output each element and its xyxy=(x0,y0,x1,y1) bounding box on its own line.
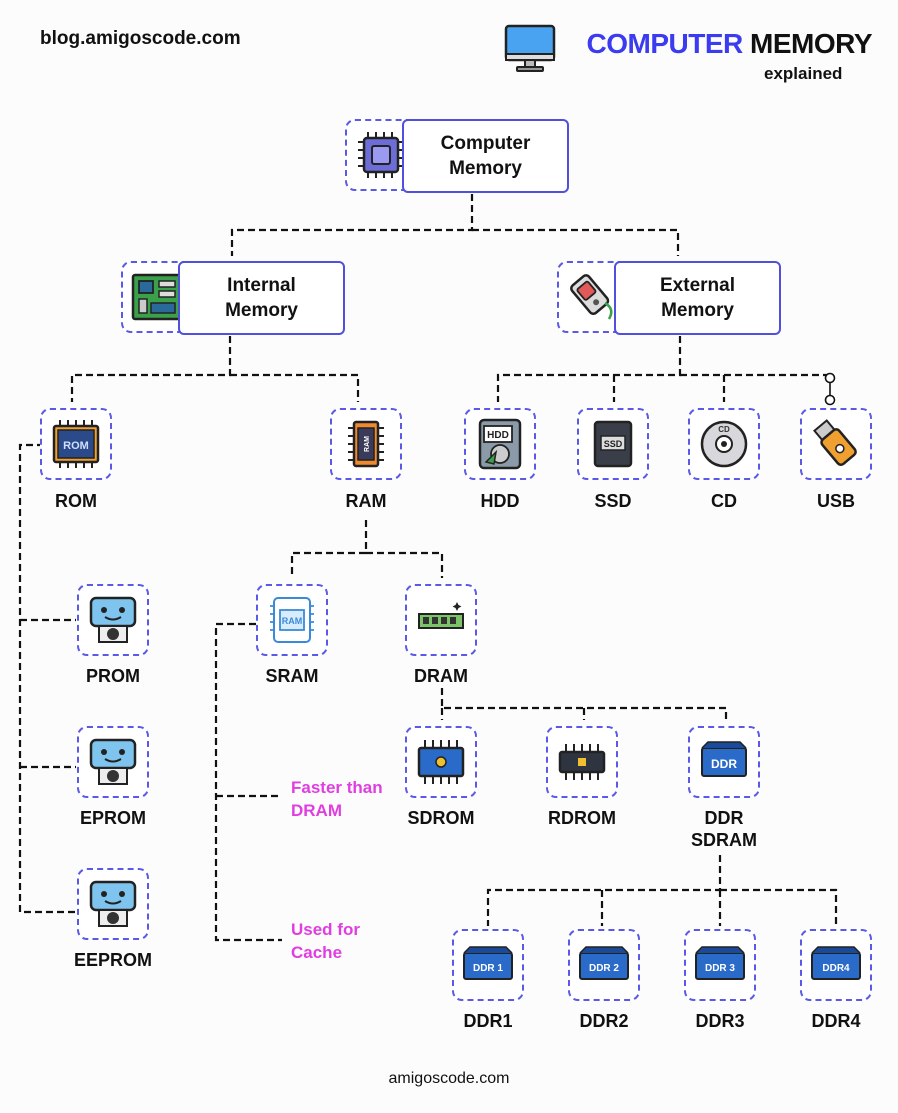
computer-memory-line2: Memory xyxy=(449,158,522,179)
ddr-sdram-icon-box: DDR xyxy=(688,726,760,798)
sram-icon-box: RAM xyxy=(256,584,328,656)
ddr4-stick-icon: DDR4 xyxy=(811,946,861,980)
ssd-icon-box: SSD xyxy=(577,408,649,480)
label-ssd: SSD xyxy=(594,491,632,511)
ssd-icon: SSD xyxy=(593,420,633,468)
label-rom: ROM xyxy=(55,491,97,511)
sdrom-icon-box xyxy=(405,726,477,798)
page-subtitle: explained xyxy=(764,64,843,83)
cd-text: CD xyxy=(718,425,730,434)
ddr3-text: DDR 3 xyxy=(705,963,735,974)
footer-site: amigoscode.com xyxy=(388,1070,510,1087)
rom-icon-box: ROM xyxy=(40,408,112,480)
ddr-sdram-line1: DDR xyxy=(704,808,744,828)
label-ddr3: DDR3 xyxy=(695,1011,745,1031)
ddr-text: DDR xyxy=(711,757,737,771)
rdrom-chip-icon xyxy=(558,744,606,780)
note-faster-line1: Faster than xyxy=(291,778,383,797)
rom-chip-icon: ROM xyxy=(52,420,100,468)
hdd-icon: HDD xyxy=(478,418,522,470)
ddr1-text: DDR 1 xyxy=(473,963,503,974)
note-used-for-cache: Used for Cache xyxy=(291,918,360,964)
external-memory-line1: External xyxy=(660,275,735,296)
eprom-icon-box xyxy=(77,726,149,798)
page-title: COMPUTER MEMORY xyxy=(586,28,873,60)
ddr4-icon-box: DDR4 xyxy=(800,929,872,1001)
ram-icon-box: RAM xyxy=(330,408,402,480)
label-eprom: EPROM xyxy=(79,808,146,828)
hdd-text: HDD xyxy=(487,430,509,441)
internal-memory-line1: Internal xyxy=(227,275,296,296)
external-memory-line2: Memory xyxy=(661,300,734,321)
ddr2-text: DDR 2 xyxy=(589,963,619,974)
label-rdrom: RDROM xyxy=(548,808,616,828)
eeprom-chip-icon xyxy=(89,880,137,927)
motherboard-icon-box xyxy=(121,261,193,333)
eeprom-icon-box xyxy=(77,868,149,940)
usb-icon xyxy=(813,419,857,467)
dram-icon-box xyxy=(405,584,477,656)
label-prom: PROM xyxy=(86,666,140,686)
label-usb: USB xyxy=(816,491,855,511)
label-hdd: HDD xyxy=(480,491,520,511)
sram-chip-text: RAM xyxy=(282,616,303,626)
label-ddr4: DDR4 xyxy=(811,1011,861,1031)
computer-memory-line1: Computer xyxy=(440,133,531,154)
title-rest: MEMORY xyxy=(750,28,872,59)
note-cache-line1: Used for xyxy=(291,920,360,939)
eprom-chip-icon xyxy=(89,738,137,785)
label-ddr-sdram: DDR SDRAM xyxy=(669,807,779,851)
cd-icon-box: CD xyxy=(688,408,760,480)
prom-icon-box xyxy=(77,584,149,656)
motherboard-icon xyxy=(131,273,183,321)
label-dram: DRAM xyxy=(414,666,468,686)
rom-chip-text: ROM xyxy=(63,440,89,452)
monitor-icon xyxy=(504,24,556,79)
cd-icon: CD xyxy=(700,420,748,468)
title-accent: COMPUTER xyxy=(586,28,744,59)
ddr4-text: DDR4 xyxy=(822,963,850,974)
label-ddr1: DDR1 xyxy=(463,1011,513,1031)
ddr1-stick-icon: DDR 1 xyxy=(463,946,513,980)
ddr3-stick-icon: DDR 3 xyxy=(695,946,745,980)
label-sram: SRAM xyxy=(265,666,319,686)
note-cache-line2: Cache xyxy=(291,943,343,962)
ssd-text: SSD xyxy=(604,439,623,449)
rdrom-icon-box xyxy=(546,726,618,798)
usb-icon-box xyxy=(800,408,872,480)
ddr-sdram-line2: SDRAM xyxy=(691,830,757,850)
external-drive-icon xyxy=(570,274,613,320)
note-faster-than-dram: Faster than DRAM xyxy=(291,776,383,822)
label-sdrom: SDROM xyxy=(407,808,475,828)
cpu-icon xyxy=(358,132,404,178)
hdd-icon-box: HDD xyxy=(464,408,536,480)
label-ram: RAM xyxy=(345,491,387,511)
label-eeprom: EEPROM xyxy=(73,950,152,970)
ddr3-icon-box: DDR 3 xyxy=(684,929,756,1001)
ddr1-icon-box: DDR 1 xyxy=(452,929,524,1001)
ram-chip-icon: RAM xyxy=(348,420,384,468)
ddr2-stick-icon: DDR 2 xyxy=(579,946,629,980)
ddr-stick-icon: DDR xyxy=(701,741,747,777)
prom-chip-icon xyxy=(89,596,137,643)
note-faster-line2: DRAM xyxy=(291,801,342,820)
label-cd: CD xyxy=(711,491,737,511)
internal-memory-line2: Memory xyxy=(225,300,298,321)
dram-stick-icon xyxy=(418,602,464,629)
sram-chip-icon: RAM xyxy=(270,597,314,643)
ddr2-icon-box: DDR 2 xyxy=(568,929,640,1001)
site-url: blog.amigoscode.com xyxy=(40,28,241,49)
ram-chip-text: RAM xyxy=(364,436,371,452)
label-ddr2: DDR2 xyxy=(579,1011,629,1031)
sdrom-chip-icon xyxy=(417,740,465,784)
